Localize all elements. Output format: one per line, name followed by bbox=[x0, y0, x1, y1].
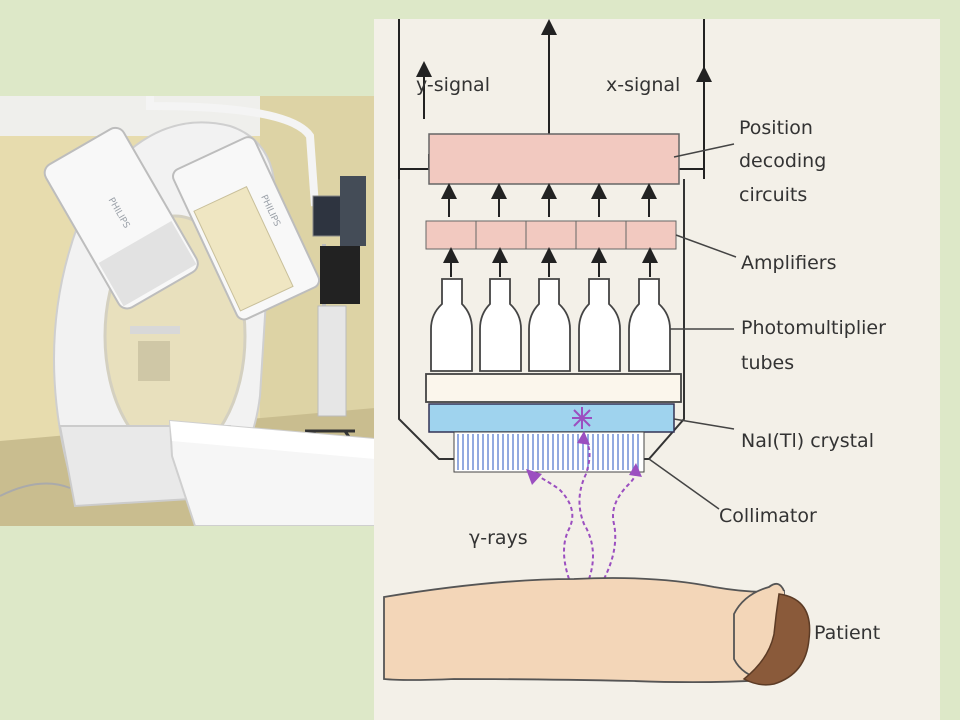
collimator bbox=[453, 431, 645, 473]
position-label-line3: circuits bbox=[739, 184, 807, 206]
monitor bbox=[312, 195, 342, 237]
gamma-camera-diagram: y-signal x-signal bbox=[383, 19, 886, 686]
pmt-to-amp-arrows bbox=[443, 247, 658, 277]
ceiling-arm bbox=[146, 96, 319, 207]
detector-head-right: PHILIPS bbox=[172, 136, 321, 321]
position-decoding-box bbox=[428, 133, 680, 185]
amp-to-decoder-arrows bbox=[441, 183, 657, 217]
bore-support bbox=[138, 341, 170, 381]
x-signal-label: x-signal bbox=[606, 74, 680, 96]
pmt-label-line2: tubes bbox=[741, 352, 794, 374]
patient-body bbox=[383, 577, 785, 684]
gamma-ray-paths bbox=[533, 438, 637, 580]
y-signal-link bbox=[399, 154, 430, 170]
photomultiplier-tubes bbox=[430, 278, 671, 372]
equipment-cart bbox=[317, 305, 347, 417]
pmt-label-line1: Photomultiplier bbox=[741, 317, 886, 339]
detector-head-left: PHILIPS bbox=[43, 126, 199, 310]
amplifiers-label: Amplifiers bbox=[741, 252, 837, 274]
position-label-line2: decoding bbox=[739, 150, 826, 172]
bore-shelf bbox=[130, 326, 180, 334]
y-signal-label: y-signal bbox=[416, 74, 490, 96]
light-guide bbox=[425, 373, 682, 403]
amplifier-row bbox=[425, 220, 677, 250]
gamma-ray-arrowheads bbox=[526, 431, 642, 485]
nai-crystal bbox=[428, 403, 675, 433]
gamma-camera-photo: PHILIPS PHILIPS bbox=[0, 96, 397, 526]
gamma-rays-label: γ-rays bbox=[469, 527, 528, 549]
gamma-camera-diagram-panel: y-signal x-signal bbox=[374, 19, 940, 720]
collimator-label: Collimator bbox=[719, 505, 817, 527]
leader-lines bbox=[648, 143, 737, 510]
gamma-camera-illustration: PHILIPS PHILIPS bbox=[0, 96, 397, 526]
patient-label: Patient bbox=[814, 622, 880, 644]
floor-cable bbox=[0, 482, 71, 497]
patient-hair bbox=[742, 593, 811, 686]
position-label-line1: Position bbox=[739, 117, 813, 139]
crystal-label: NaI(Tl) crystal bbox=[741, 430, 874, 452]
second-monitor bbox=[320, 246, 360, 304]
control-panel bbox=[340, 176, 366, 246]
scintillation-flash bbox=[572, 407, 592, 429]
patient-table-top bbox=[170, 421, 397, 461]
